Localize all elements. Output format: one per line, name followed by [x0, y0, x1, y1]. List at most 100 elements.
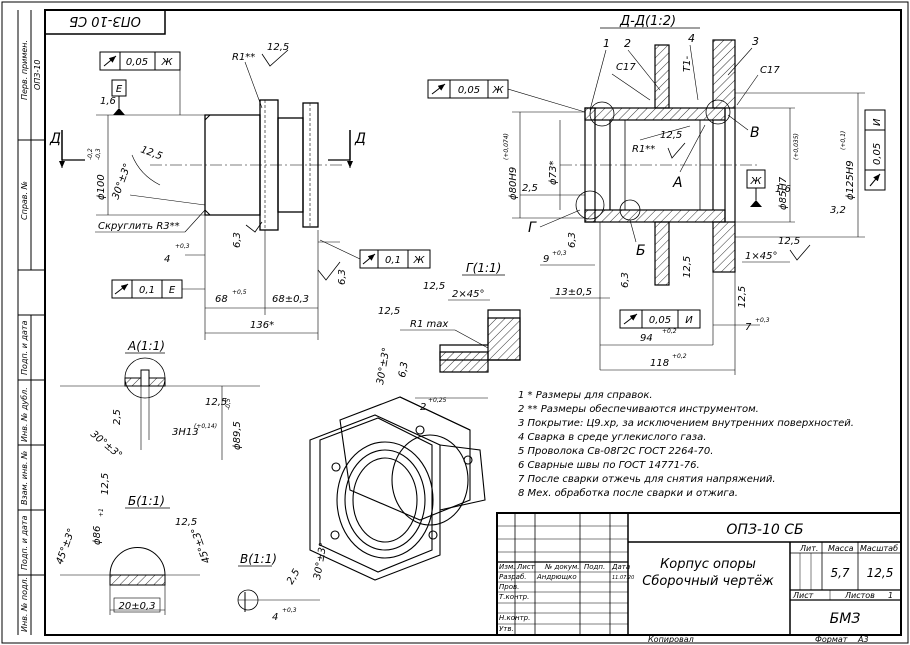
note-7: 7 После сварки отжечь для снятия напряже… — [518, 474, 776, 485]
top-code-box: ОПЗ-10 СБ — [44, 9, 166, 35]
side-label-5: Взам. инв. № — [20, 451, 29, 505]
tb-date: 11.07.20 — [612, 575, 634, 581]
tb-row-nkontr: Н.контр. — [499, 614, 530, 622]
a-dim25: 2,5 — [112, 409, 123, 425]
v-dim4-tol: +0,3 — [282, 607, 297, 614]
notes: 1 * Размеры для справок. 2 ** Размеры об… — [518, 390, 854, 499]
lv-tol-mid-val: 0,1 — [385, 255, 401, 266]
top-code-text: ОПЗ-10 СБ — [69, 13, 141, 28]
side-label-4: Инв. № дубл. — [20, 387, 29, 442]
tb-row-tkontr: Т.контр. — [499, 593, 529, 601]
dd-chamfer: 1×45° — [745, 251, 777, 262]
section-dd: Д-Д(1:2) 1 2 3 4 С17 С17 — [427, 14, 886, 375]
dd-dia125-tol: (+0,1) — [840, 131, 847, 150]
a-dia-tol: -0,5 — [225, 398, 232, 410]
inner-frame — [44, 9, 902, 636]
lv-rough-a: 12,5 — [267, 42, 289, 53]
lv-dim68: 68 — [215, 294, 228, 305]
g-r63: 6,3 — [397, 361, 411, 379]
g-title: Г(1:1) — [466, 261, 501, 275]
lv-dim63: 6,3 — [232, 232, 243, 248]
dd-rough-32: 3,2 — [830, 205, 846, 216]
tb-hdr-doc: № докум. — [544, 563, 580, 571]
b-dia: ϕ86 — [92, 526, 103, 545]
a-title: А(1:1) — [127, 339, 165, 353]
a-rough: 12,5 — [205, 397, 227, 408]
g-chamfer: 2×45° — [452, 289, 484, 300]
tb-mass: 5,7 — [830, 566, 849, 580]
b-dia-tol: +1 — [98, 508, 105, 517]
dd-dia125: ϕ125Н9 — [845, 160, 856, 200]
tb-row-razrab: Разраб. — [499, 573, 527, 581]
dd-tol-right-datum: И — [872, 118, 883, 126]
dd-rough: 12,5 — [660, 130, 682, 141]
tb-hdr-sign: Подп. — [584, 563, 605, 571]
g-dim2-tol: +0,25 — [428, 397, 447, 404]
lv-r1: R1** — [232, 52, 255, 63]
g-rough2: 12,5 — [378, 306, 400, 317]
lv-dim68b: 68±0,3 — [272, 294, 309, 305]
tb-hdr-list: Лист — [516, 563, 536, 571]
dd-dia85: ϕ85Н7 — [778, 176, 789, 210]
tb-hdr-date: Дата — [611, 563, 630, 571]
dd-label-b: В — [750, 125, 760, 141]
side-label-0: Перв. примен. — [20, 40, 29, 100]
tb-scale-label: Масштаб — [860, 544, 898, 553]
dd-dia73: ϕ73* — [548, 161, 559, 185]
dd-label-a: А — [672, 175, 683, 191]
b-angle-l: 45°±3° — [54, 527, 77, 566]
tb-name-2: Сборочный чертёж — [642, 574, 774, 589]
lv-section-d-right: Д — [354, 131, 366, 147]
v-rough: 2,5 — [285, 567, 302, 586]
tb-lit-label: Лит. — [799, 544, 818, 553]
note-8: 8 Мех. обработка после сварки и отжига. — [518, 487, 738, 499]
dd-dim63: 6,3 — [567, 232, 578, 248]
v-title: В(1:1) — [240, 552, 277, 566]
dd-tol-bot-datum: И — [685, 315, 693, 326]
v-dim4: 4 — [272, 612, 278, 623]
dd-dim9-tol: +0,3 — [552, 250, 567, 257]
dd-rough-16: 1,6 — [775, 184, 791, 195]
note-1: 1 * Размеры для справок. — [518, 390, 653, 401]
g-rough: 12,5 — [423, 281, 445, 292]
tb-sheets: 1 — [888, 591, 893, 600]
tb-scale: 12,5 — [867, 566, 894, 580]
note-3: 3 Покрытие: Ц9.хр, за исключением внутре… — [518, 418, 854, 429]
lv-round-note: Скруглить R3** — [98, 221, 180, 232]
footer-format-label: Формат — [815, 635, 848, 644]
lv-dia100-up: -0,2 — [87, 148, 94, 160]
dd-part-4: 4 — [688, 32, 695, 45]
note-5: 5 Проволока Св-08Г2С ГОСТ 2264-70. — [518, 446, 713, 457]
dd-dim118-tol: +0,2 — [672, 353, 687, 360]
note-2: 2 ** Размеры обеспечиваются инструментом… — [518, 403, 759, 415]
dd-part-1: 1 — [603, 37, 610, 50]
tb-org: БМЗ — [830, 611, 861, 627]
dd-tol-top-datum: Ж — [492, 85, 505, 96]
dd-dim7-tol: +0,3 — [755, 317, 770, 324]
dd-weld-c17a: С17 — [616, 62, 636, 73]
detail-b: Б(1:1) 12,5 12,5 ϕ86 +1 45°±3° 45°±3° 20… — [54, 473, 213, 615]
lv-dia100: ϕ100 — [96, 174, 107, 200]
a-angle: 30°±3° — [88, 429, 124, 462]
b-rough: 12,5 — [100, 473, 111, 495]
lv-dim4: 4 — [164, 254, 170, 265]
dd-tol-right-val: 0,05 — [872, 143, 883, 165]
dd-weld-t1: Т1- — [682, 56, 693, 72]
lv-dim136: 136* — [250, 320, 274, 331]
a-dim3h13: 3Н13 — [172, 427, 199, 438]
dd-dia85-tol: (+0,035) — [793, 133, 800, 160]
lv-dim4-tol: +0,3 — [175, 243, 190, 250]
detail-a: А(1:1) 12,5 30°±3° 2,5 3Н13 (+0,14) ϕ89,… — [60, 339, 260, 461]
lv-section-d-left: Д — [49, 131, 61, 147]
dd-label-g: Г — [528, 220, 537, 236]
dd-dim25: 2,5 — [522, 183, 538, 194]
tb-hdr-izm: Изм. — [499, 563, 515, 571]
b-angle-r: 45°±3° — [190, 526, 213, 565]
dd-dim13: 13±0,5 — [555, 287, 592, 298]
tb-row-prov: Пров. — [499, 583, 519, 591]
detail-v: В(1:1) 2,5 30°±3° 4 +0,3 — [237, 542, 329, 623]
dd-title: Д-Д(1:2) — [619, 14, 676, 29]
left-view: 0,05 Ж Е 1,6 ϕ100 -0,2 -0,3 Д Д R1** 12,… — [49, 42, 431, 340]
lv-dim63b: 6,3 — [337, 269, 348, 285]
